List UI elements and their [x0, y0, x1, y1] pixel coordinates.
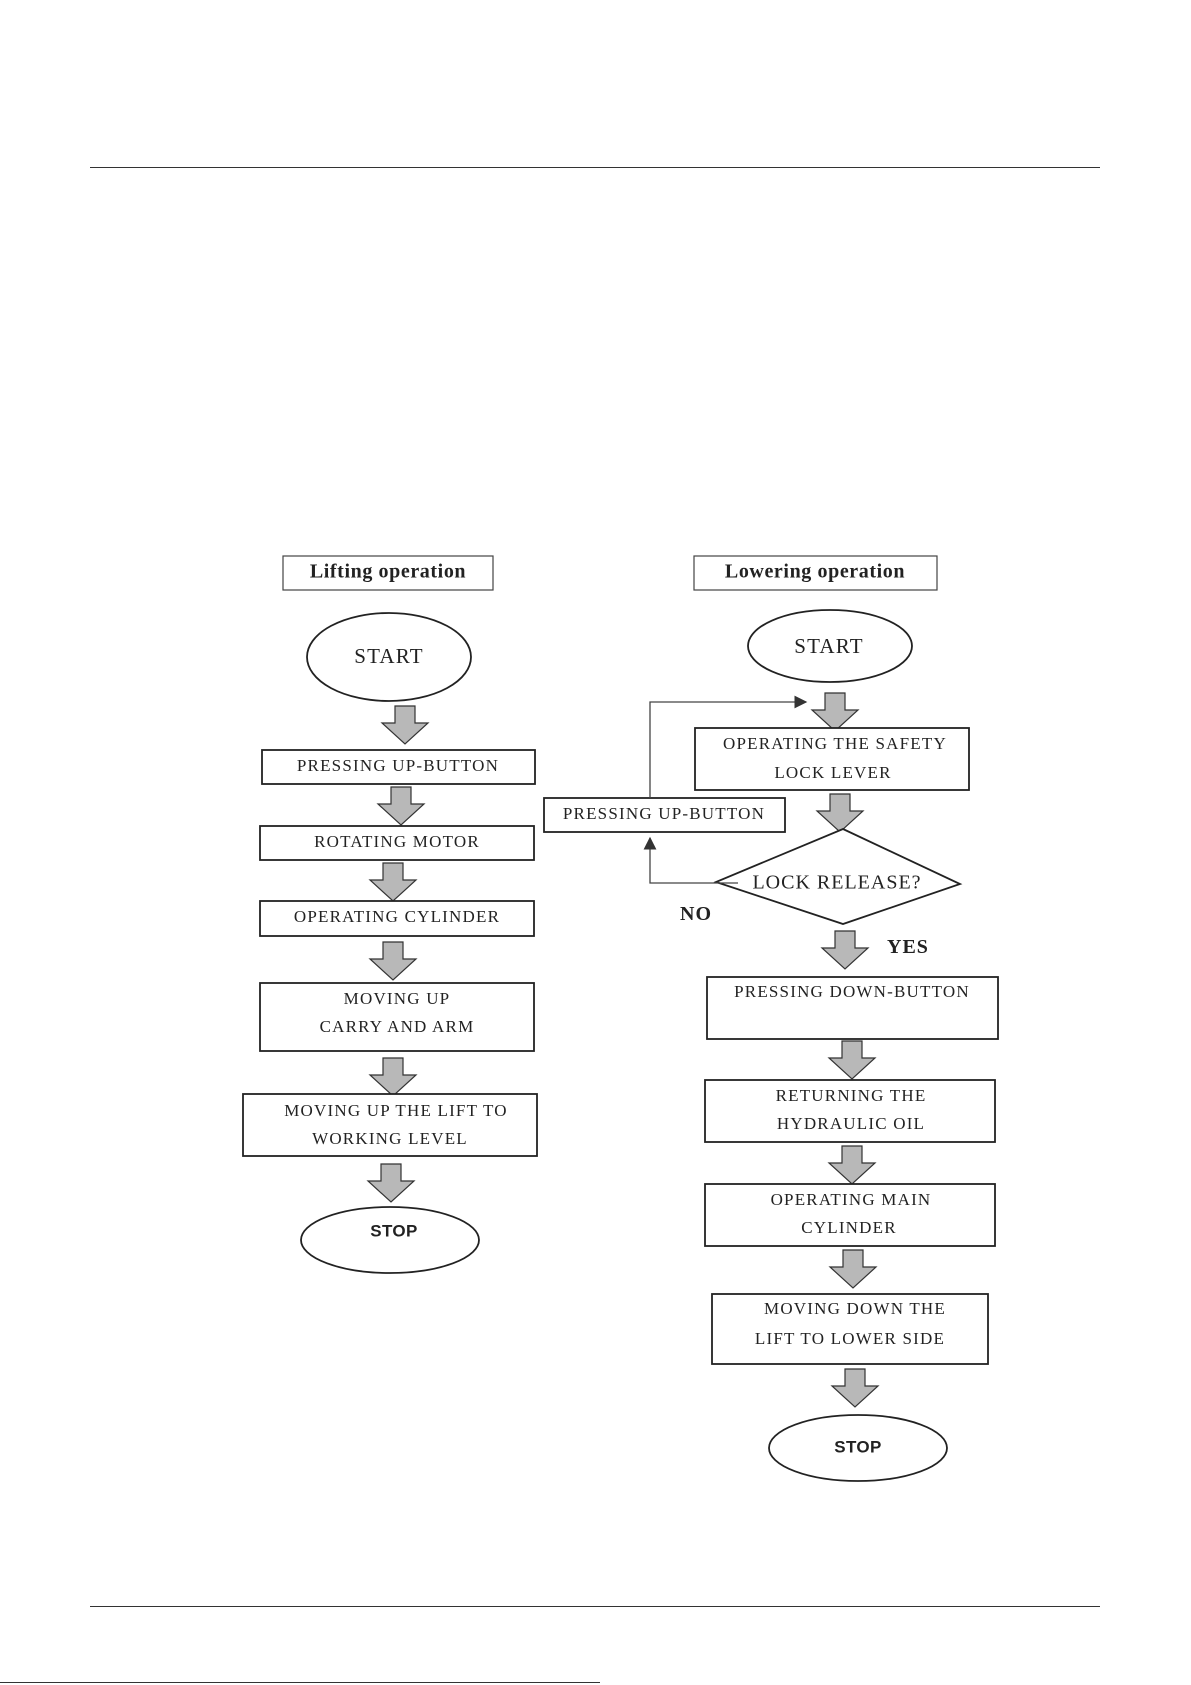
lifting-stop-terminal: [300, 1206, 480, 1274]
lowering-step-2-line2: HYDRAULIC OIL: [777, 1114, 925, 1133]
no-label: NO: [680, 903, 712, 925]
lifting-header: Lifting operation: [310, 561, 466, 583]
lowering-step-3-line2: CYLINDER: [801, 1218, 897, 1237]
lowering-step-2-line1: RETURNING THE: [776, 1086, 927, 1105]
no-branch-line: [643, 836, 738, 884]
lifting-step-5-line1: MOVING UP THE LIFT TO: [284, 1101, 508, 1120]
lowering-step-4: [711, 1293, 989, 1365]
lifting-step-2-label: ROTATING MOTOR: [314, 832, 480, 851]
lowering-step-1-label: PRESSING DOWN-BUTTON: [734, 982, 970, 1001]
lifting-step-5: [242, 1093, 538, 1157]
loop-pressing-up-label: PRESSING UP-BUTTON: [563, 804, 765, 823]
safety-lock-line2: LOCK LEVER: [774, 763, 891, 782]
flow-arrow-icon: [377, 786, 425, 826]
flow-arrow-icon: [381, 705, 429, 745]
lifting-header-box: [282, 555, 494, 591]
footer-rule: [0, 1682, 600, 1683]
safety-lock-step: [694, 727, 970, 791]
lifting-step-4-line2: CARRY AND ARM: [320, 1017, 475, 1036]
flow-arrow-icon: [828, 1145, 876, 1185]
lifting-step-1-label: PRESSING UP-BUTTON: [297, 756, 499, 775]
lifting-step-1: [261, 749, 536, 785]
flow-arrow-icon: [831, 1368, 879, 1408]
flow-arrow-icon: [829, 1249, 877, 1289]
flow-arrow-icon: [821, 930, 869, 970]
lifting-stop-label: STOP: [370, 1221, 418, 1240]
bottom-rule: [90, 1606, 1100, 1607]
lifting-step-4: [259, 982, 535, 1052]
flow-arrow-icon: [369, 941, 417, 981]
lowering-step-3-line1: OPERATING MAIN: [771, 1190, 932, 1209]
lifting-step-5-line2: WORKING LEVEL: [312, 1129, 468, 1148]
flow-arrow-icon: [367, 1163, 415, 1203]
lowering-stop-terminal: [768, 1414, 948, 1482]
top-rule: [90, 167, 1100, 168]
lowering-column: Lowering operation START OPERATING THE S…: [543, 555, 999, 1482]
lowering-stop-label: STOP: [834, 1437, 882, 1456]
lowering-header: Lowering operation: [725, 561, 905, 583]
flow-arrow-icon: [811, 692, 859, 732]
lifting-step-3-label: OPERATING CYLINDER: [294, 907, 500, 926]
lifting-start-terminal: [306, 612, 472, 702]
lowering-step-1: [706, 976, 999, 1040]
lifting-start-label: START: [354, 644, 424, 668]
lock-release-decision: [713, 828, 963, 925]
flow-arrow-icon: [816, 793, 864, 833]
lowering-step-4-line1: MOVING DOWN THE: [764, 1299, 946, 1318]
flow-arrow-icon: [369, 862, 417, 902]
safety-lock-line1: OPERATING THE SAFETY: [723, 734, 947, 753]
lowering-step-2: [704, 1079, 996, 1143]
lifting-step-3: [259, 900, 535, 937]
lifting-column: Lifting operation START PRESSING UP-BUTT…: [242, 555, 538, 1274]
lowering-start-label: START: [794, 634, 864, 658]
lock-release-label: LOCK RELEASE?: [752, 872, 921, 894]
lowering-step-3: [704, 1183, 996, 1247]
lifting-step-4-line1: MOVING UP: [344, 989, 451, 1008]
yes-label: YES: [887, 936, 929, 958]
loop-pressing-up-step: [543, 797, 786, 833]
lowering-header-box: [693, 555, 938, 591]
flow-arrow-icon: [369, 1057, 417, 1097]
loop-back-line: [649, 695, 808, 798]
lowering-step-4-line2: LIFT TO LOWER SIDE: [755, 1329, 945, 1348]
lifting-step-2: [259, 825, 535, 861]
lowering-start-terminal: [747, 609, 913, 683]
flow-arrow-icon: [828, 1040, 876, 1080]
